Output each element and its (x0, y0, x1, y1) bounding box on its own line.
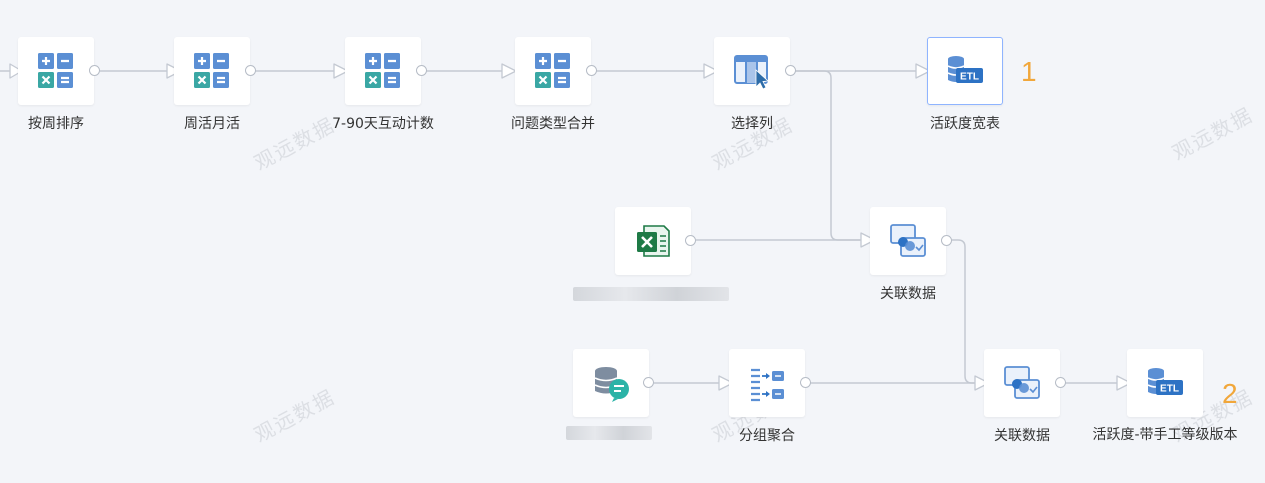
calculator-icon (535, 53, 570, 88)
node-label: 关联数据 (994, 428, 1050, 444)
arrow-into-merge (501, 63, 517, 79)
node-label: 活跃度-带手工等级版本 (1092, 427, 1238, 443)
output-port[interactable] (89, 65, 100, 76)
node-activity-table[interactable]: ETL (927, 37, 1003, 105)
node-merge-types[interactable] (515, 37, 591, 105)
node-label: 选择列 (731, 116, 773, 132)
group-aggregate-icon (751, 368, 784, 402)
arrow-into-join1 (860, 232, 876, 248)
join-data-icon (1004, 366, 1040, 399)
output-port[interactable] (800, 377, 811, 388)
node-label: 周活月活 (184, 116, 240, 132)
edge-join1-join2 (952, 239, 988, 384)
node-label: 关联数据 (880, 286, 936, 302)
node-join-data-2[interactable] (984, 349, 1060, 417)
step-badge: 1 (1021, 56, 1037, 87)
output-port[interactable] (785, 65, 796, 76)
database-chat-icon (594, 367, 629, 402)
calculator-icon (365, 53, 400, 88)
node-weekly-monthly[interactable] (174, 37, 250, 105)
redacted-label (566, 426, 652, 440)
node-group-aggregate[interactable] (729, 349, 805, 417)
etl-text: ETL (1160, 384, 1179, 395)
edge-select-join1 (795, 70, 873, 241)
arrow-into-select (703, 63, 719, 79)
node-sort-week[interactable] (18, 37, 94, 105)
node-label: 分组聚合 (739, 428, 795, 444)
etl-database-icon: ETL (947, 56, 983, 83)
output-port[interactable] (941, 235, 952, 246)
output-port[interactable] (685, 235, 696, 246)
arrow-into-sort (9, 63, 23, 79)
output-port[interactable] (245, 65, 256, 76)
arrow-into-count (333, 63, 349, 79)
calculator-icon (194, 53, 229, 88)
output-port[interactable] (1055, 377, 1066, 388)
node-chat-source[interactable] (573, 349, 649, 417)
node-join-data-1[interactable] (870, 207, 946, 275)
arrow-into-join2 (974, 375, 990, 391)
excel-icon (637, 225, 670, 257)
output-port[interactable] (643, 377, 654, 388)
join-data-icon (890, 224, 926, 257)
arrow-into-activity (915, 63, 931, 79)
calculator-icon (38, 53, 73, 88)
node-interaction-count[interactable] (345, 37, 421, 105)
arrow-into-manual (1116, 375, 1132, 391)
output-port[interactable] (586, 65, 597, 76)
redacted-label (573, 287, 729, 301)
node-select-columns[interactable] (714, 37, 790, 105)
node-label: 按周排序 (28, 116, 84, 132)
step-badge: 2 (1222, 378, 1238, 409)
select-column-icon (734, 55, 769, 90)
output-port[interactable] (416, 65, 427, 76)
node-label: 7-90天互动计数 (332, 116, 434, 132)
etl-database-icon: ETL (1147, 368, 1183, 395)
etl-text: ETL (960, 72, 979, 83)
node-activity-manual[interactable]: ETL (1127, 349, 1203, 417)
node-excel-source[interactable] (615, 207, 691, 275)
arrow-into-group (718, 375, 734, 391)
node-label: 问题类型合并 (511, 116, 595, 132)
node-label: 活跃度宽表 (930, 116, 1000, 132)
